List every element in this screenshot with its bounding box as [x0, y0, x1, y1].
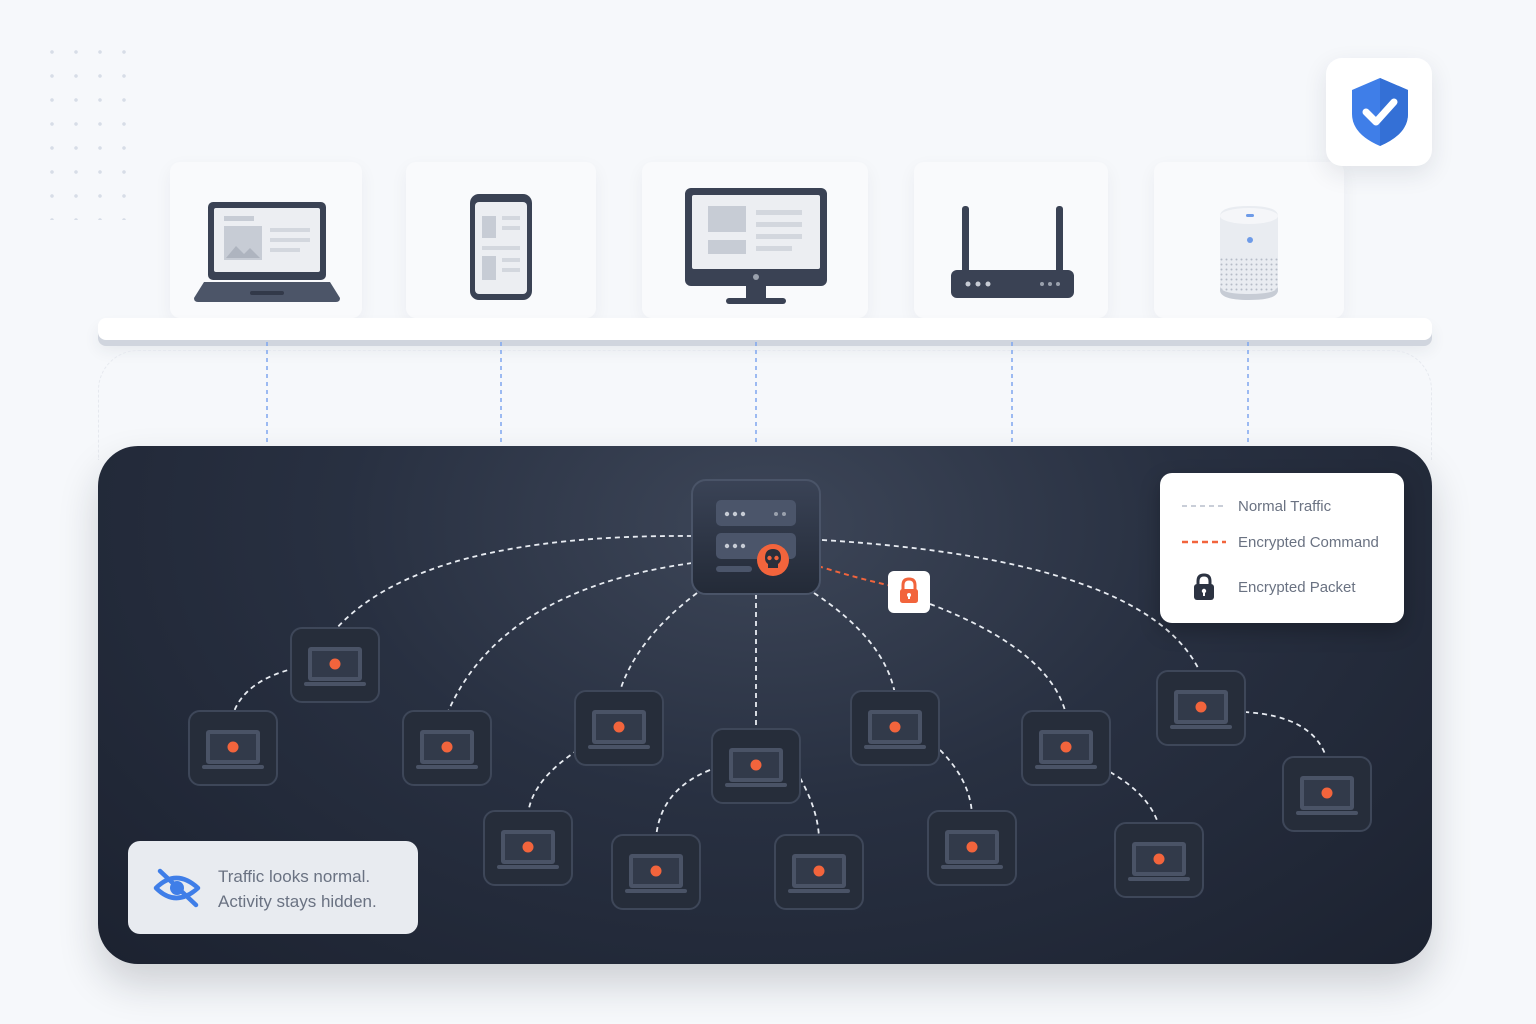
legend-item-normal-traffic: Normal Traffic — [1182, 494, 1331, 518]
status-line-1: Traffic looks normal. — [218, 867, 371, 886]
status-line-2: Activity stays hidden. — [218, 892, 377, 911]
legend-label-encrypted-packet: Encrypted Packet — [1238, 578, 1356, 596]
legend-item-encrypted-packet: Encrypted Packet — [1182, 572, 1356, 602]
lock-icon — [900, 577, 918, 603]
encrypted-packet-badge — [888, 571, 930, 613]
legend: Normal Traffic Encrypted Command Encrypt… — [1160, 473, 1404, 623]
traffic-link-9 — [527, 749, 579, 815]
infected-node-14 — [1114, 822, 1204, 898]
eye-slash-icon — [153, 868, 201, 908]
smart-speaker-icon — [1220, 206, 1278, 300]
device-shelf — [98, 318, 1432, 340]
infected-node-1 — [290, 627, 380, 703]
device-card-router — [914, 162, 1108, 318]
infected-node-8 — [1156, 670, 1246, 746]
traffic-link-14 — [1243, 711, 1328, 761]
traffic-link-8 — [232, 667, 297, 715]
dashed-line-orange-icon — [1182, 540, 1226, 544]
traffic-link-11 — [799, 777, 820, 839]
router-icon — [951, 206, 1074, 298]
infected-node-10 — [483, 810, 573, 886]
legend-label-encrypted-command: Encrypted Command — [1238, 533, 1379, 551]
laptop-icon — [194, 202, 340, 302]
device-card-smart-speaker — [1154, 162, 1344, 318]
shield-check-icon — [1352, 78, 1408, 146]
traffic-link-6 — [821, 539, 1202, 675]
infected-node-12 — [774, 834, 864, 910]
traffic-link-5 — [813, 592, 896, 695]
stealth-status-card: Traffic looks normal. Activity stays hid… — [128, 841, 418, 934]
dashed-line-gray-icon — [1182, 505, 1226, 507]
infected-node-4 — [574, 690, 664, 766]
traffic-links — [232, 535, 1328, 839]
infected-node-11 — [611, 834, 701, 910]
c2-server — [691, 479, 821, 595]
skull-icon — [757, 544, 789, 576]
security-badge — [1326, 58, 1432, 166]
device-card-laptop — [170, 162, 362, 318]
infected-node-3 — [402, 710, 492, 786]
decorative-dashed-outline — [98, 350, 1432, 460]
infected-node-9 — [1282, 756, 1372, 832]
legend-label-normal-traffic: Normal Traffic — [1238, 497, 1332, 515]
infected-node-13 — [927, 810, 1017, 886]
legend-item-encrypted-command: Encrypted Command — [1182, 530, 1379, 554]
infected-node-6 — [850, 690, 940, 766]
traffic-link-2 — [446, 562, 693, 715]
decorative-dot-grid — [40, 40, 130, 220]
device-uplinks — [266, 342, 1249, 446]
infected-node-5 — [711, 728, 801, 804]
desktop-monitor-icon — [685, 188, 827, 304]
traffic-link-10 — [655, 769, 711, 839]
infected-node-7 — [1021, 710, 1111, 786]
traffic-link-3 — [618, 592, 698, 695]
lock-icon — [1194, 573, 1214, 600]
traffic-link-12 — [939, 749, 973, 815]
device-card-smartphone — [406, 162, 596, 318]
traffic-link-1 — [334, 535, 693, 631]
device-card-desktop — [642, 162, 868, 318]
traffic-link-7 — [929, 603, 1067, 715]
infected-node-2 — [188, 710, 278, 786]
smartphone-icon — [470, 194, 532, 300]
traffic-link-13 — [1109, 771, 1160, 827]
encrypted-command-link — [817, 565, 893, 587]
